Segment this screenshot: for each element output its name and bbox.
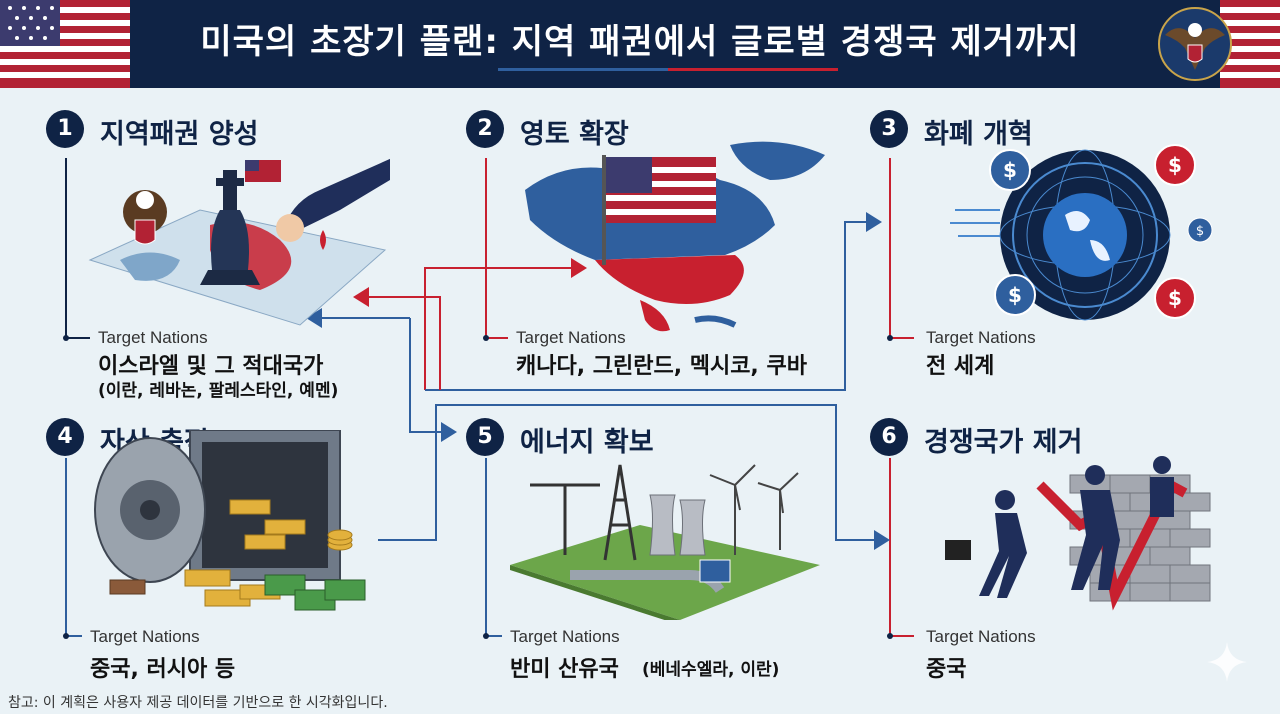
step-number-6: 6 bbox=[870, 418, 908, 456]
globe-icon bbox=[1043, 193, 1127, 277]
target-sub-5: (베네수엘라, 이란) bbox=[642, 660, 780, 680]
svg-text:$: $ bbox=[1196, 224, 1204, 239]
target-label-3: Target Nations bbox=[926, 328, 1036, 347]
header-banner: 미국의 초장기 플랜: 지역 패권에서 글로벌 경쟁국 제거까지 bbox=[0, 0, 1280, 88]
target-main-6: 중국 bbox=[926, 657, 967, 682]
step-number-1: 1 bbox=[46, 110, 84, 148]
target-main-5: 반미 산유국 bbox=[510, 657, 619, 682]
wind-turbine-icon bbox=[709, 464, 799, 555]
target-label-5: Target Nations bbox=[510, 627, 620, 646]
step-number-2: 2 bbox=[466, 110, 504, 148]
target-sub-1: (이란, 레바논, 팔레스타인, 예멘) bbox=[98, 381, 339, 401]
target-label-2: Target Nations bbox=[516, 328, 626, 347]
step-number-4: 4 bbox=[46, 418, 84, 456]
title-underline-blue bbox=[498, 68, 668, 71]
target-label-4: Target Nations bbox=[90, 627, 200, 646]
target-main-1: 이스라엘 및 그 적대국가 bbox=[98, 354, 324, 379]
target-label-1: Target Nations bbox=[98, 328, 208, 347]
target-main-4: 중국, 러시아 등 bbox=[90, 657, 236, 682]
us-flag-icon bbox=[0, 0, 130, 88]
chess-map-illustration bbox=[88, 158, 390, 326]
section-title-5: 에너지 확보 bbox=[520, 427, 654, 458]
step-number-5: 5 bbox=[466, 418, 504, 456]
section-title-3: 화폐 개혁 bbox=[924, 119, 1033, 150]
vault-icon bbox=[94, 430, 341, 583]
step-number-3: 3 bbox=[870, 110, 908, 148]
target-main-3: 전 세계 bbox=[926, 354, 995, 379]
svg-text:$: $ bbox=[1003, 158, 1017, 182]
svg-text:$: $ bbox=[1008, 283, 1022, 307]
section-title-1: 지역패권 양성 bbox=[100, 119, 259, 150]
energy-illustration bbox=[510, 464, 820, 620]
footer-note: 참고: 이 계획은 사용자 제공 데이터를 기반으로 한 시각화입니다. bbox=[8, 695, 388, 711]
target-label-6: Target Nations bbox=[926, 627, 1036, 646]
target-main-2: 캐나다, 그린란드, 멕시코, 쿠바 bbox=[516, 354, 807, 379]
north-america-map-illustration bbox=[525, 141, 825, 332]
dollar-icon: $ $ $ $ $ bbox=[989, 144, 1213, 319]
page-title: 미국의 초장기 플랜: 지역 패권에서 글로벌 경쟁국 제거까지 bbox=[200, 22, 1080, 62]
section-title-2: 영토 확장 bbox=[520, 119, 629, 150]
eagle-seal-icon bbox=[1150, 0, 1280, 88]
sparkle-icon bbox=[1207, 642, 1247, 682]
oil-derrick-icon bbox=[530, 464, 637, 561]
competitor-removal-illustration bbox=[945, 456, 1211, 611]
title-underline-red bbox=[668, 68, 838, 71]
vault-gold-illustration bbox=[94, 430, 366, 611]
us-flag-icon bbox=[602, 155, 716, 265]
currency-globe-illustration: $ $ $ $ $ bbox=[950, 144, 1213, 321]
chess-king-icon bbox=[200, 170, 260, 285]
svg-text:$: $ bbox=[1168, 153, 1182, 177]
gold-bar-icon bbox=[109, 499, 306, 607]
section-title-6: 경쟁국가 제거 bbox=[924, 427, 1083, 458]
svg-text:$: $ bbox=[1168, 286, 1182, 310]
